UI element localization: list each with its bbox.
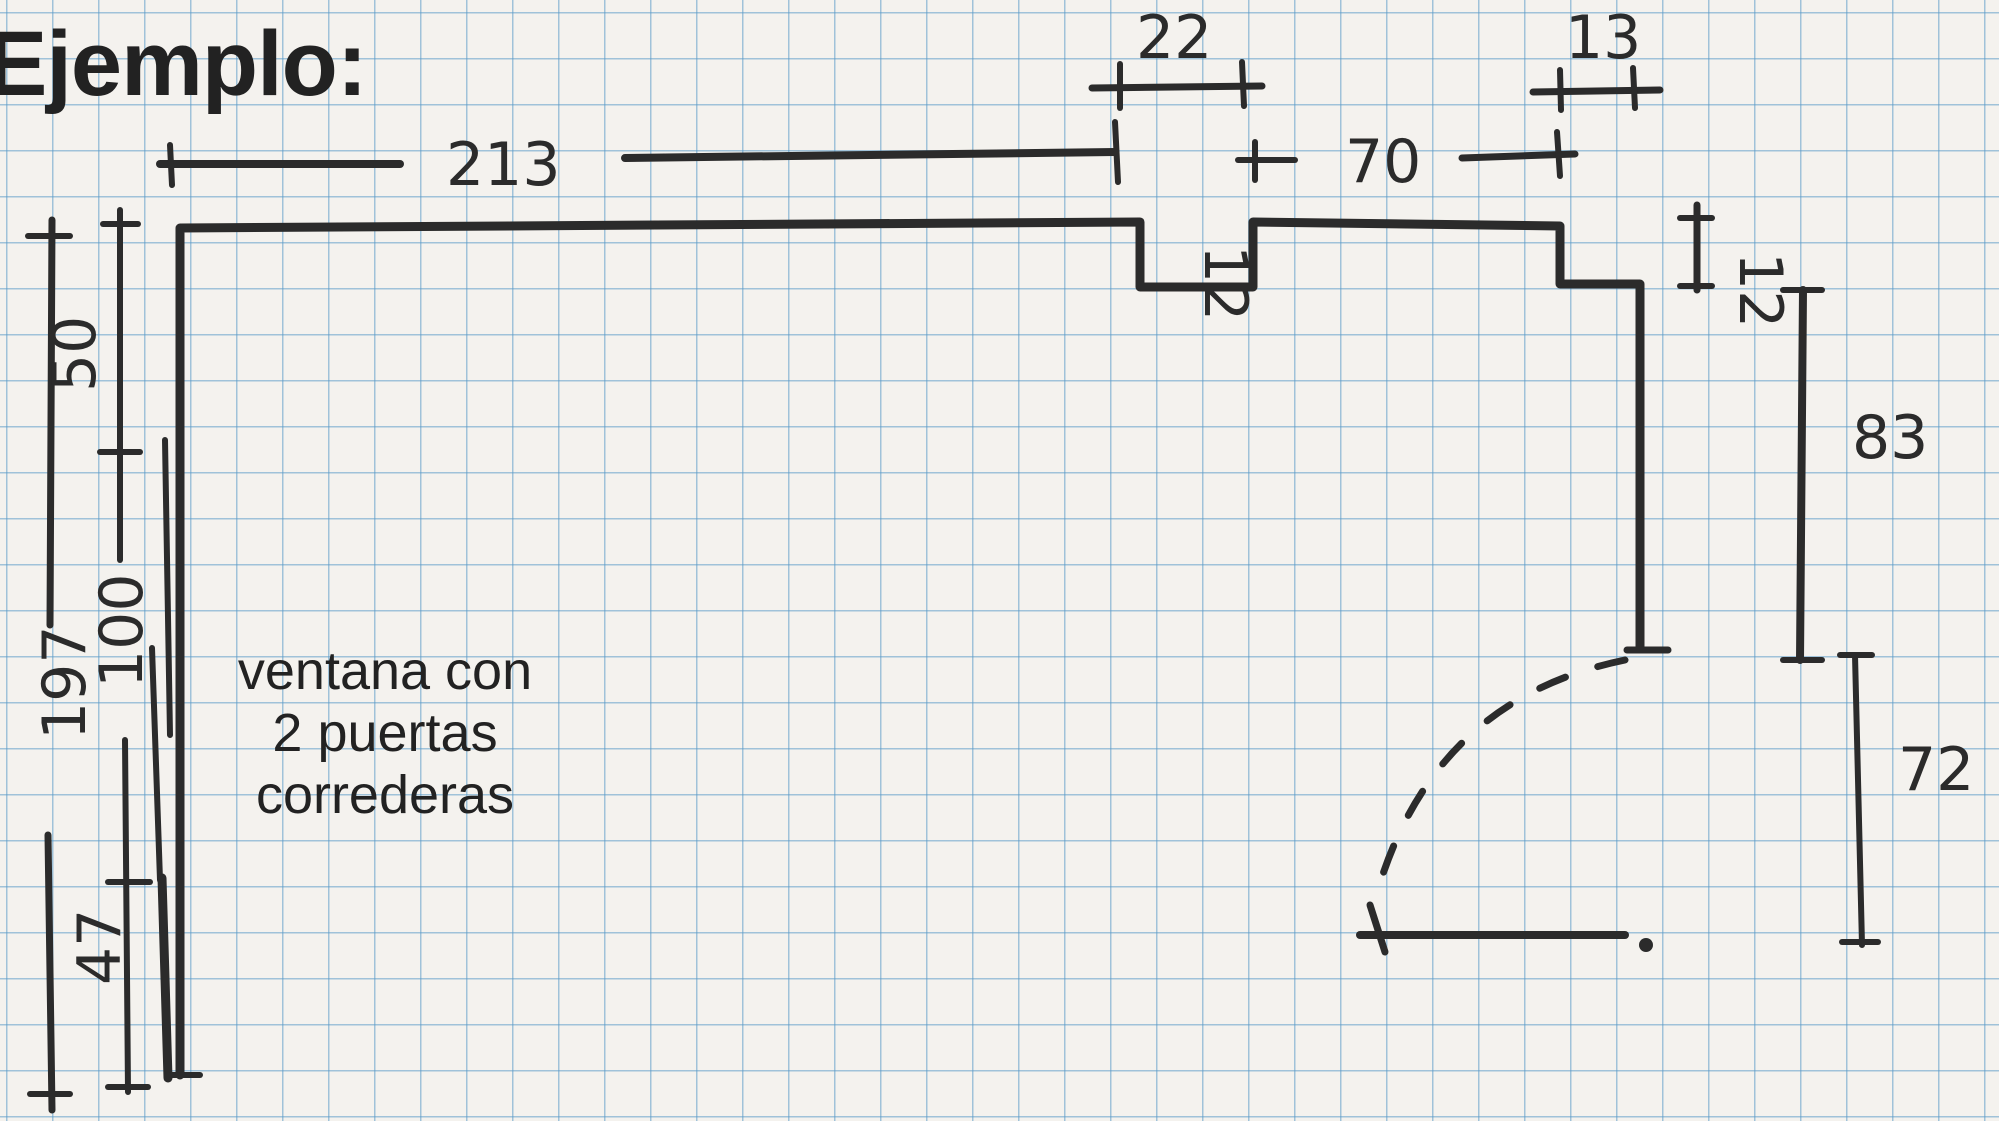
window-wall-segment bbox=[157, 873, 173, 1083]
door-hinge-point bbox=[1639, 938, 1653, 952]
room-outline bbox=[149, 217, 1672, 1083]
label-197: 197 bbox=[30, 625, 100, 740]
dim-line-197-top bbox=[46, 216, 56, 629]
window-note: ventana con 2 puertas correderas bbox=[200, 640, 570, 826]
door-jamb-bottom bbox=[1366, 901, 1389, 956]
window-note-line-1: ventana con bbox=[237, 641, 533, 701]
dim-line-83 bbox=[1796, 286, 1807, 664]
label-22: 22 bbox=[1136, 3, 1212, 73]
right-dimensions bbox=[1677, 201, 1881, 948]
room-walls bbox=[175, 217, 1645, 1080]
label-70: 70 bbox=[1345, 127, 1421, 197]
label-72: 72 bbox=[1898, 735, 1974, 805]
window-note-line-2: 2 puertas bbox=[272, 703, 498, 763]
dim-line-72 bbox=[1852, 652, 1865, 948]
tick-22-b bbox=[1239, 59, 1247, 109]
label-12-recess: 12 bbox=[1190, 245, 1260, 321]
tick-13-a bbox=[1557, 67, 1564, 113]
dim-line-197-bottom bbox=[44, 831, 56, 1114]
window-note-line-3: correderas bbox=[255, 765, 515, 825]
label-12-right: 12 bbox=[1725, 252, 1795, 328]
top-dimensions bbox=[156, 59, 1664, 188]
left-dimensions bbox=[25, 207, 203, 1114]
label-13: 13 bbox=[1565, 3, 1641, 73]
page-title: Ejemplo: bbox=[0, 13, 367, 115]
measurement-labels: 213 22 70 13 12 12 83 72 197 50 100 47 bbox=[30, 3, 1974, 985]
tick-13-b bbox=[1630, 65, 1638, 111]
window-pane-line-2 bbox=[162, 437, 173, 738]
label-213: 213 bbox=[446, 130, 561, 200]
dim-line-13 bbox=[1529, 86, 1664, 96]
label-100: 100 bbox=[87, 573, 157, 688]
tick-213-b bbox=[1112, 119, 1121, 185]
window-pane-line bbox=[149, 645, 163, 883]
dim-line-47 bbox=[122, 737, 131, 1095]
label-47: 47 bbox=[65, 909, 135, 985]
door-swing-arc bbox=[1371, 656, 1629, 904]
dim-line-213-right bbox=[621, 148, 1119, 162]
tick-70-b bbox=[1554, 129, 1563, 179]
label-83: 83 bbox=[1852, 403, 1928, 473]
tick-213-a bbox=[167, 142, 175, 188]
label-50: 50 bbox=[40, 316, 110, 392]
